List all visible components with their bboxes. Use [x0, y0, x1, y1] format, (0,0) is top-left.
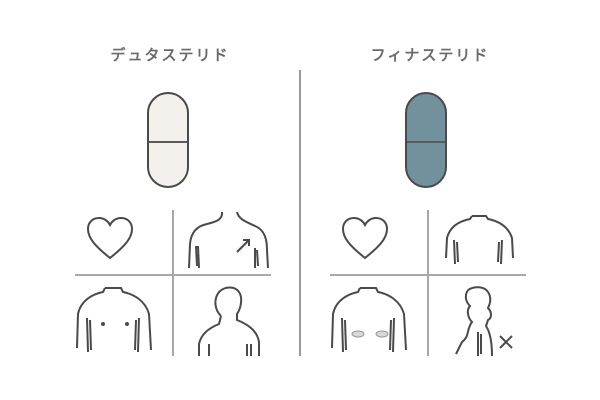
dutasteride-effects-grid: [75, 210, 275, 360]
grid-vertical-line: [172, 210, 174, 356]
finasteride-capsule-icon: [405, 92, 447, 188]
capsule-seam: [407, 141, 445, 143]
chest-breast-highlight-icon: [330, 284, 412, 356]
finasteride-effects-grid: [330, 210, 530, 360]
dutasteride-capsule-icon: [147, 92, 189, 188]
heart-icon: [85, 216, 135, 262]
person-crossed-icon: [452, 286, 532, 358]
dutasteride-title: デュタステリド: [110, 46, 230, 64]
center-divider: [299, 70, 301, 356]
capsule-seam: [149, 141, 187, 143]
shoulders-hair-growth-arrow-icon: [185, 210, 275, 272]
chest-breast-icon: [75, 284, 157, 356]
shoulders-icon: [442, 214, 522, 270]
heart-icon: [340, 216, 390, 262]
person-silhouette-icon: [195, 286, 265, 358]
finasteride-title: フィナステリド: [370, 46, 490, 64]
grid-vertical-line: [427, 210, 429, 356]
